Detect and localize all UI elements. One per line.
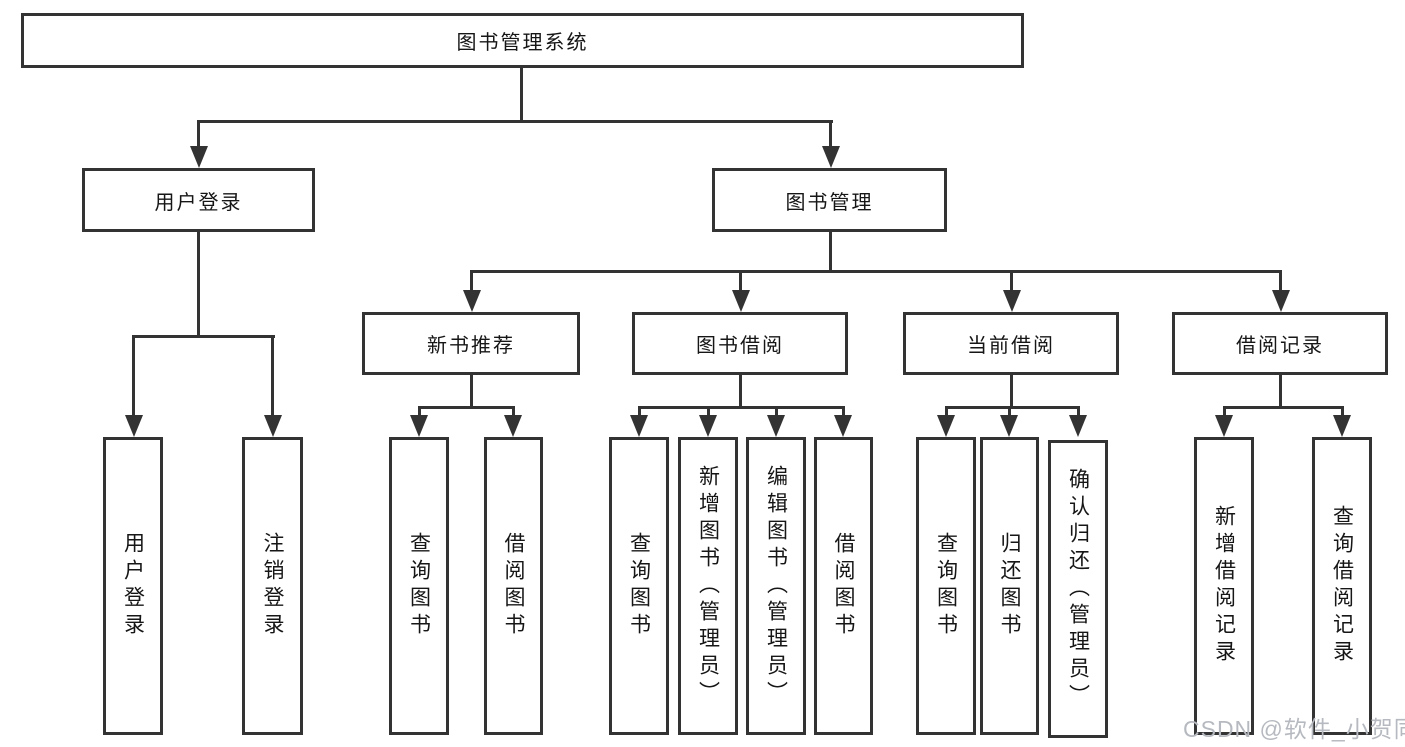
connector-line — [1077, 406, 1080, 415]
connector-line — [132, 335, 275, 338]
connector-line — [1279, 270, 1282, 290]
connector-line — [1223, 406, 1226, 415]
connector-line — [470, 375, 473, 406]
node-book-management: 图书管理 — [712, 168, 947, 232]
arrow-down-icon — [504, 415, 522, 437]
node-user-login: 用户登录 — [82, 168, 315, 232]
connector-line — [418, 406, 515, 409]
connector-line — [132, 335, 135, 415]
connector-line — [1010, 270, 1013, 290]
leaf-return-book: 归还图书 — [980, 437, 1039, 735]
node-library-system: 图书管理系统 — [21, 13, 1024, 68]
node-new-book-recommendation: 新书推荐 — [362, 312, 580, 375]
connector-line — [418, 406, 421, 415]
arrow-down-icon — [463, 290, 481, 312]
arrow-down-icon — [410, 415, 428, 437]
arrow-down-icon — [732, 290, 750, 312]
connector-line — [739, 375, 742, 406]
connector-line — [470, 270, 1282, 273]
node-borrowing-records: 借阅记录 — [1172, 312, 1388, 375]
leaf-edit-book-admin: 编辑图书（管理员） — [746, 437, 806, 735]
leaf-query-book-borrowing: 查询图书 — [609, 437, 669, 735]
connector-line — [1223, 406, 1343, 409]
arrow-down-icon — [1215, 415, 1233, 437]
connector-line — [1008, 406, 1011, 415]
leaf-query-book-recommend: 查询图书 — [389, 437, 449, 735]
arrow-down-icon — [767, 415, 785, 437]
arrow-down-icon — [1333, 415, 1351, 437]
arrow-down-icon — [937, 415, 955, 437]
node-book-borrowing: 图书借阅 — [632, 312, 848, 375]
connector-line — [197, 232, 200, 335]
connector-line — [739, 270, 742, 290]
connector-line — [707, 406, 710, 415]
leaf-borrow-book: 借阅图书 — [814, 437, 873, 735]
connector-line — [520, 68, 523, 120]
leaf-user-login: 用户登录 — [103, 437, 163, 735]
connector-line — [842, 406, 845, 415]
connector-line — [945, 406, 948, 415]
arrow-down-icon — [1272, 290, 1290, 312]
leaf-borrow-book-recommend: 借阅图书 — [484, 437, 543, 735]
connector-line — [470, 270, 473, 290]
leaf-query-borrow-record: 查询借阅记录 — [1312, 437, 1372, 735]
connector-line — [271, 335, 274, 415]
arrow-down-icon — [822, 146, 840, 168]
connector-line — [512, 406, 515, 415]
connector-line — [829, 232, 832, 270]
arrow-down-icon — [699, 415, 717, 437]
connector-line — [1010, 375, 1013, 406]
connector-line — [829, 120, 832, 147]
arrow-down-icon — [264, 415, 282, 437]
connector-line — [197, 120, 833, 123]
connector-line — [638, 406, 641, 415]
leaf-logout: 注销登录 — [242, 437, 303, 735]
connector-line — [775, 406, 778, 415]
leaf-confirm-return-admin: 确认归还（管理员） — [1048, 440, 1108, 738]
arrow-down-icon — [630, 415, 648, 437]
arrow-down-icon — [190, 146, 208, 168]
connector-line — [197, 120, 200, 147]
arrow-down-icon — [1000, 415, 1018, 437]
connector-line — [638, 406, 845, 409]
connector-line — [1341, 406, 1344, 415]
arrow-down-icon — [1003, 290, 1021, 312]
connector-line — [945, 406, 1079, 409]
node-current-borrowing: 当前借阅 — [903, 312, 1119, 375]
leaf-add-borrow-record: 新增借阅记录 — [1194, 437, 1254, 735]
arrow-down-icon — [834, 415, 852, 437]
connector-line — [1279, 375, 1282, 406]
leaf-query-book-current: 查询图书 — [916, 437, 976, 735]
arrow-down-icon — [125, 415, 143, 437]
watermark: CSDN @软件_小贺同学 — [1183, 716, 1405, 742]
arrow-down-icon — [1069, 415, 1087, 437]
leaf-add-book-admin: 新增图书（管理员） — [678, 437, 738, 735]
